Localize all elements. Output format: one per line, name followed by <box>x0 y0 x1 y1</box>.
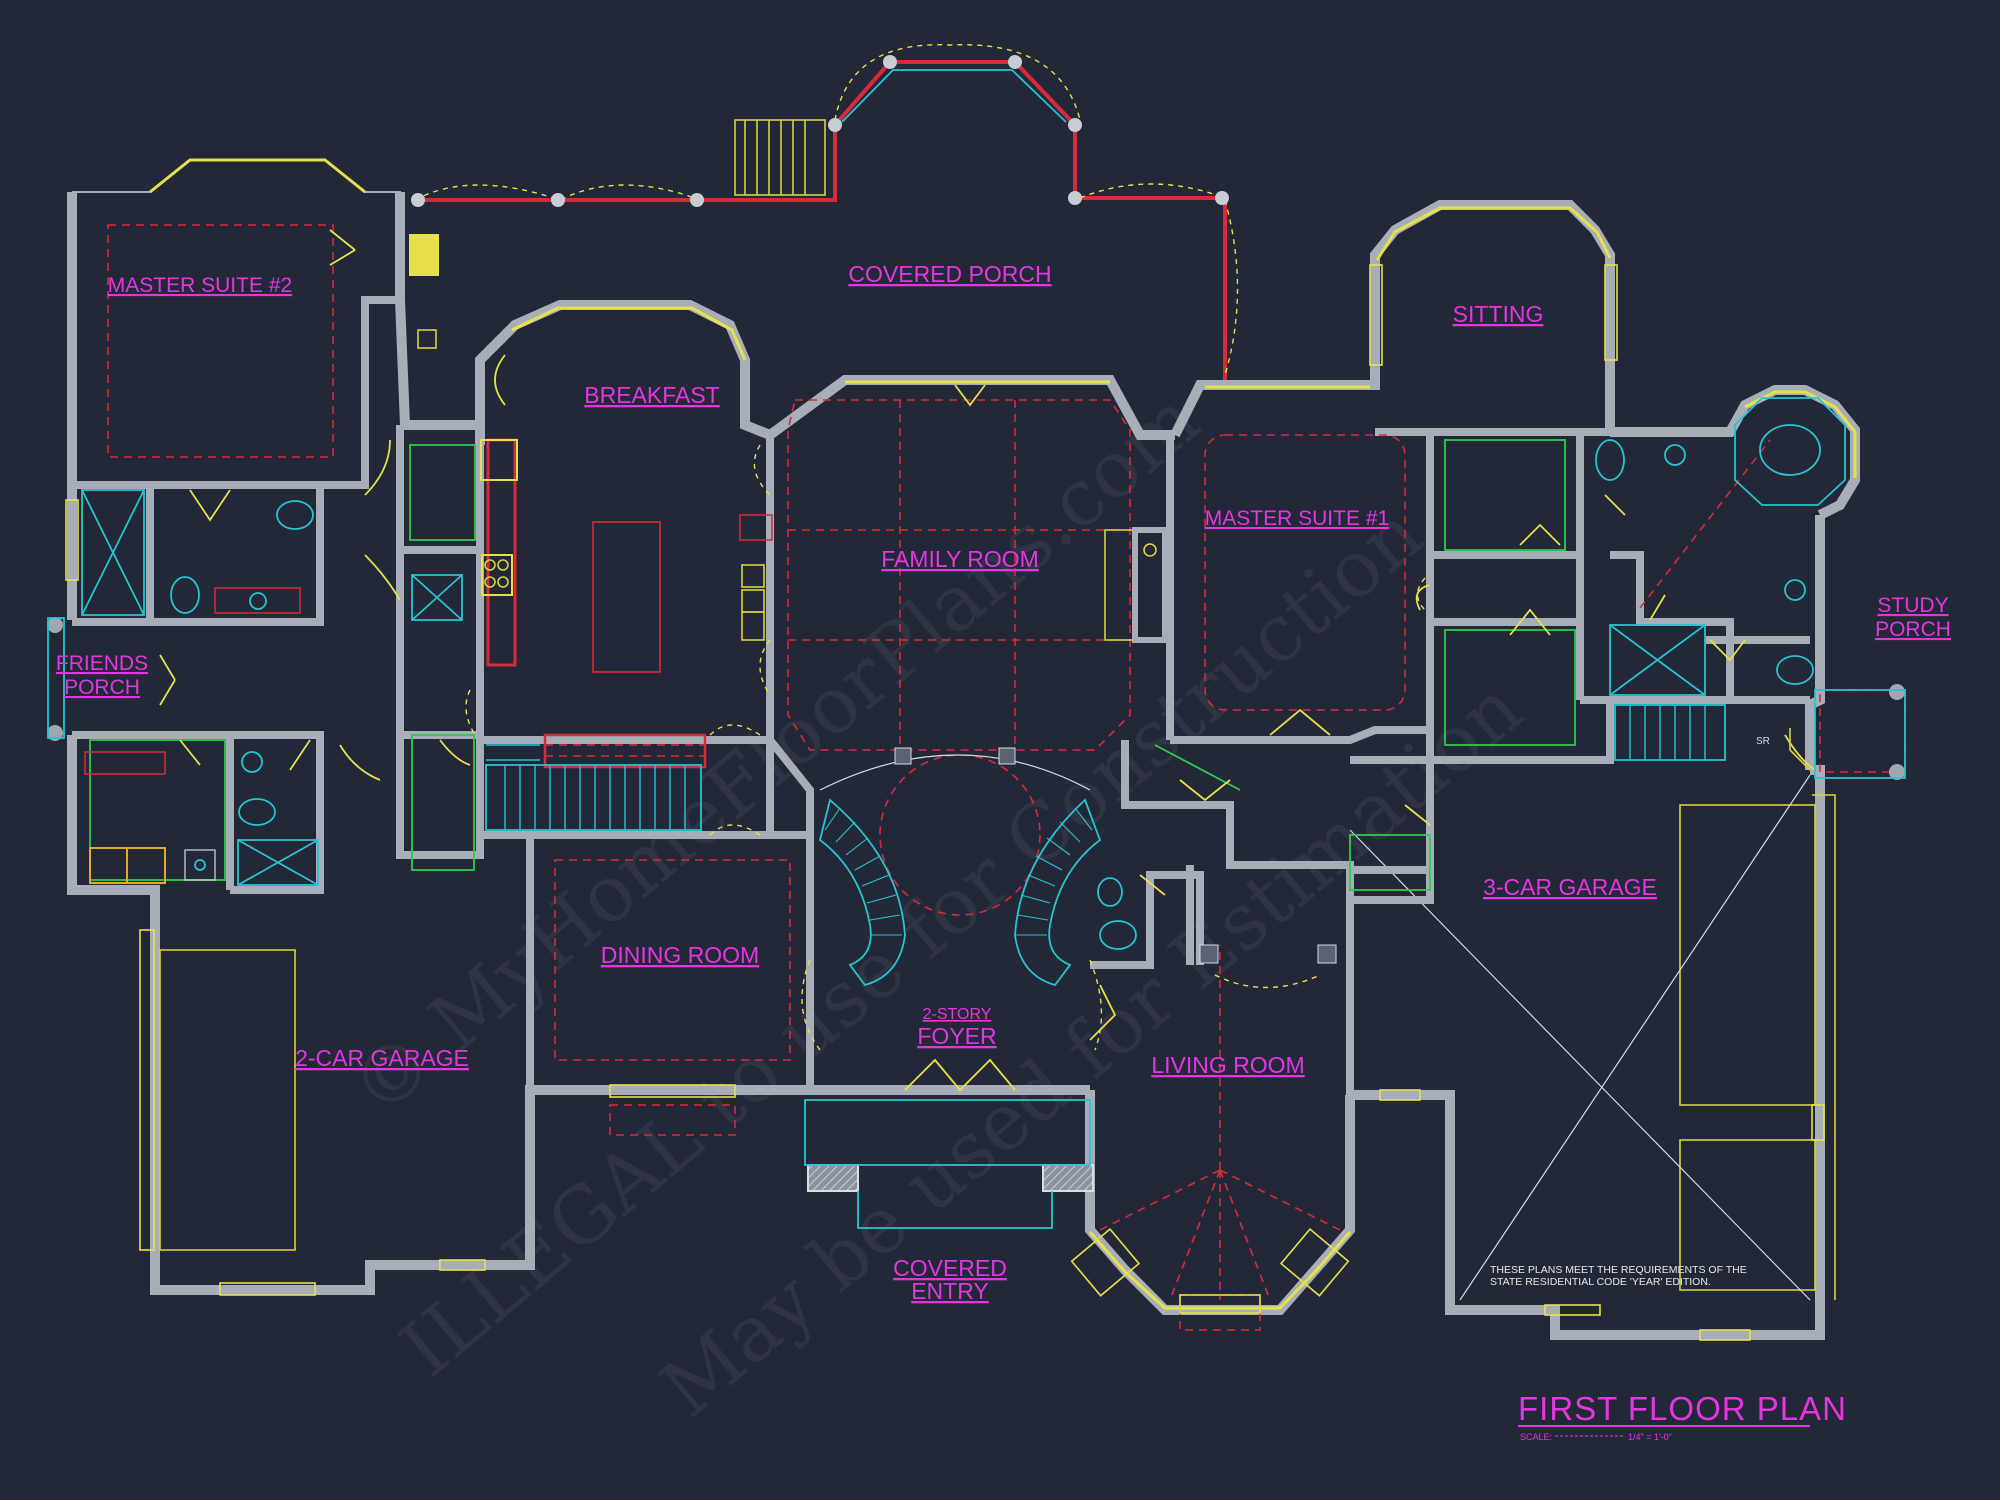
title-block: FIRST FLOOR PLAN SCALE: 1/4" = 1'-0" <box>1518 1390 1847 1442</box>
label-2-car-garage: 2-CAR GARAGE <box>295 1045 469 1071</box>
label-family-room: FAMILY ROOM <box>881 546 1039 572</box>
garage-steps <box>1789 689 1906 779</box>
doors <box>159 229 1816 1092</box>
code-note-line1: THESE PLANS MEET THE REQUIREMENTS OF THE <box>1490 1264 1747 1276</box>
label-covered-porch: COVERED PORCH <box>848 261 1051 287</box>
label-friends-porch-line2: PORCH <box>64 676 140 699</box>
scale-label: SCALE: <box>1520 1432 1552 1442</box>
label-living-room: LIVING ROOM <box>1151 1052 1304 1078</box>
porch-stairs <box>734 119 826 196</box>
label-study-porch-line1: STUDY <box>1877 594 1948 617</box>
label-master-suite-2: MASTER SUITE #2 <box>108 274 292 297</box>
scale-value: 1/4" = 1'-0" <box>1628 1432 1672 1442</box>
bath-fixtures <box>81 397 1846 950</box>
label-foyer: FOYER <box>917 1023 996 1049</box>
label-friends-porch-line1: FRIENDS <box>56 652 148 675</box>
label-2-story: 2-STORY <box>923 1006 992 1023</box>
ceiling-outlines <box>107 224 1906 1331</box>
windows <box>65 264 1825 1341</box>
code-note: THESE PLANS MEET THE REQUIREMENTS OF THE… <box>1490 1264 1747 1288</box>
covered-porch-outline <box>411 44 1239 380</box>
label-breakfast: BREAKFAST <box>584 382 719 408</box>
columns <box>47 617 1905 964</box>
drawing-title: FIRST FLOOR PLAN <box>1518 1390 1847 1427</box>
label-covered-entry-line1: COVERED <box>893 1255 1007 1281</box>
label-study-porch-line2: PORCH <box>1875 618 1951 641</box>
label-sitting: SITTING <box>1453 301 1544 327</box>
staircases <box>485 704 1726 987</box>
label-covered-entry-line2: ENTRY <box>911 1278 989 1304</box>
interior-walls <box>72 296 1810 1095</box>
kitchen-fixtures <box>409 234 765 673</box>
label-dining-room: DINING ROOM <box>601 942 759 968</box>
code-note-line2: STATE RESIDENTIAL CODE 'YEAR' EDITION. <box>1490 1276 1711 1288</box>
closet-casework <box>89 439 1576 881</box>
label-master-suite-1: MASTER SUITE #1 <box>1205 507 1389 530</box>
label-3-car-garage: 3-CAR GARAGE <box>1483 874 1657 900</box>
room-labels: COVERED PORCH MASTER SUITE #2 BREAKFAST … <box>56 261 1951 1304</box>
label-sr: SR <box>1756 736 1770 747</box>
fireplaces <box>739 514 1168 643</box>
